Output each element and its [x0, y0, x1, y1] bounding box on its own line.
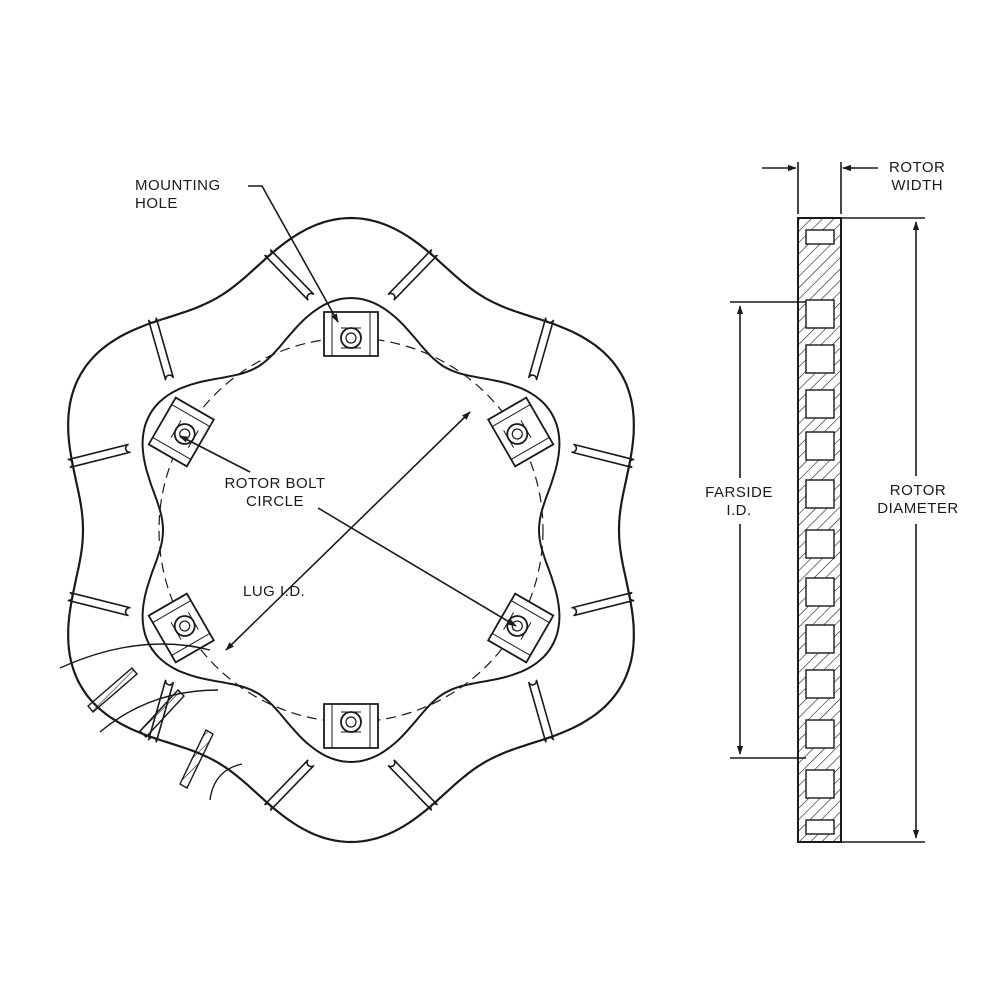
cooling-vane — [805, 577, 835, 607]
cooling-vane — [805, 299, 835, 329]
rotor-front-view — [59, 216, 635, 844]
rotor-slot — [387, 248, 439, 301]
lug-id-label: LUG I.D. — [243, 583, 306, 600]
rotor-slot — [147, 317, 175, 381]
rotor-outer-outline — [67, 216, 635, 844]
cooling-vane — [805, 669, 835, 699]
rotor-slots — [67, 248, 635, 812]
cooling-vane — [805, 769, 835, 799]
rotor-inner-cutout — [141, 296, 561, 764]
bolt-circle-centerline — [158, 337, 544, 723]
rotor-slot — [527, 317, 555, 381]
rotor-side-view — [730, 162, 925, 843]
mounting-tab — [147, 592, 216, 664]
mounting-tab — [486, 396, 555, 468]
rotor-slot — [387, 759, 439, 812]
rotor-slot — [263, 759, 315, 812]
cooling-vane — [805, 624, 835, 654]
mounting-hole-circle — [173, 615, 196, 637]
rotor-slot — [571, 591, 635, 617]
cooling-vane — [805, 529, 835, 559]
rotor-slot — [67, 443, 131, 469]
mounting-tab — [486, 592, 555, 664]
mounting-tab — [323, 311, 379, 357]
rotor-cooling-vanes — [805, 229, 835, 835]
rotor-slot — [527, 679, 555, 743]
cooling-vane — [805, 229, 835, 245]
lug-id-arrow — [225, 411, 471, 651]
rotor-slot — [67, 591, 131, 617]
mounting-hole-circle — [340, 711, 362, 733]
bolt-circle-leader-right — [317, 507, 517, 627]
mounting-hole-circle — [506, 423, 529, 445]
cooling-vane — [805, 819, 835, 835]
mounting-hole-circle — [340, 327, 362, 349]
front-view-leaders — [179, 185, 517, 651]
cooling-vane — [805, 719, 835, 749]
rotor-slot — [571, 443, 635, 469]
rotor-slot — [263, 248, 315, 301]
cooling-vane — [805, 389, 835, 419]
mounting-hole-leader — [248, 185, 339, 323]
cooling-vane — [805, 479, 835, 509]
mounting-tab — [147, 396, 216, 468]
cooling-vane — [805, 431, 835, 461]
mounting-tabs — [147, 311, 555, 749]
cutaway-section — [59, 643, 243, 801]
mounting-tab — [323, 703, 379, 749]
cooling-vane — [805, 344, 835, 374]
rotor-slot — [147, 679, 175, 743]
